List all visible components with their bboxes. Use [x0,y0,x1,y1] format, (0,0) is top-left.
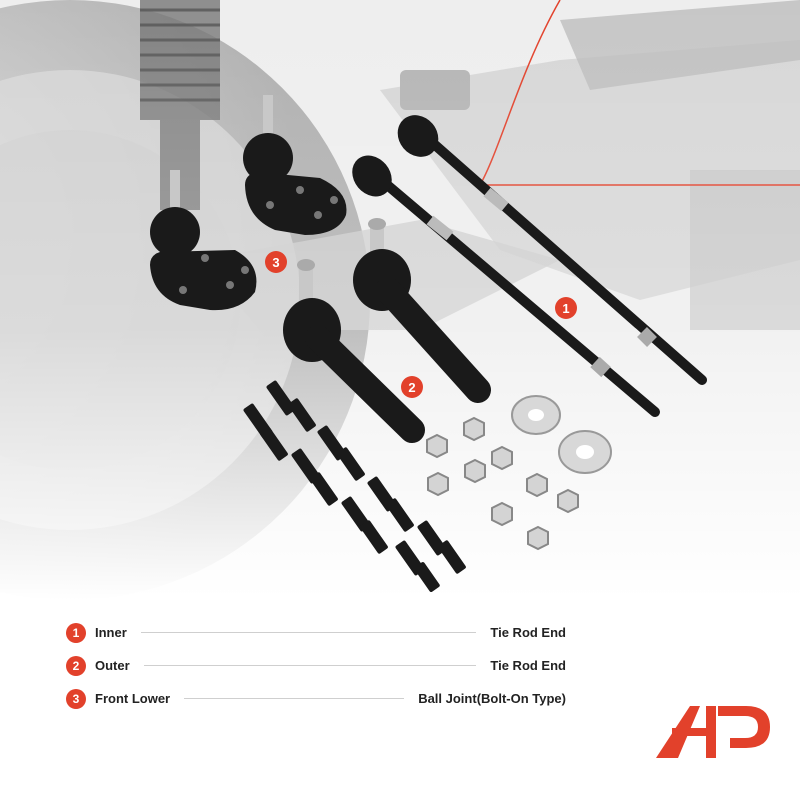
legend-part-position: Inner [95,625,127,640]
parts-legend: 1 Inner Tie Rod End 2 Outer Tie Rod End … [66,616,566,715]
legend-part-position: Front Lower [95,691,171,706]
legend-part-type: Tie Rod End [490,658,566,673]
legend-divider [140,632,477,633]
outer-tie-rod-right [353,218,491,403]
a-premium-logo-icon [656,706,770,758]
legend-row-outer: 2 Outer Tie Rod End [66,649,566,682]
ball-joint-right [243,95,347,235]
legend-number-badge: 3 [66,688,86,709]
marker-1: 1 [555,297,577,319]
legend-divider [143,665,477,666]
nut-set [426,416,579,551]
legend-row-inner: 1 Inner Tie Rod End [66,616,566,649]
marker-3: 3 [265,251,287,273]
legend-number-badge: 2 [66,655,86,676]
legend-divider [184,698,405,699]
legend-number-badge: 1 [66,622,86,643]
outer-tie-rod-left [283,259,425,443]
product-illustration: 1 2 3 [0,0,800,600]
marker-2: 2 [401,376,423,398]
legend-row-front-lower: 3 Front Lower Ball Joint(Bolt-On Type) [66,682,566,715]
washer-set [511,395,612,474]
legend-part-type: Ball Joint(Bolt-On Type) [418,691,566,706]
inner-tie-rod-left [352,155,660,417]
legend-part-position: Outer [95,658,130,673]
legend-part-type: Tie Rod End [490,625,566,640]
inner-tie-rod-right [397,115,707,385]
bolt-set [243,380,466,592]
ball-joint-left [150,170,257,311]
